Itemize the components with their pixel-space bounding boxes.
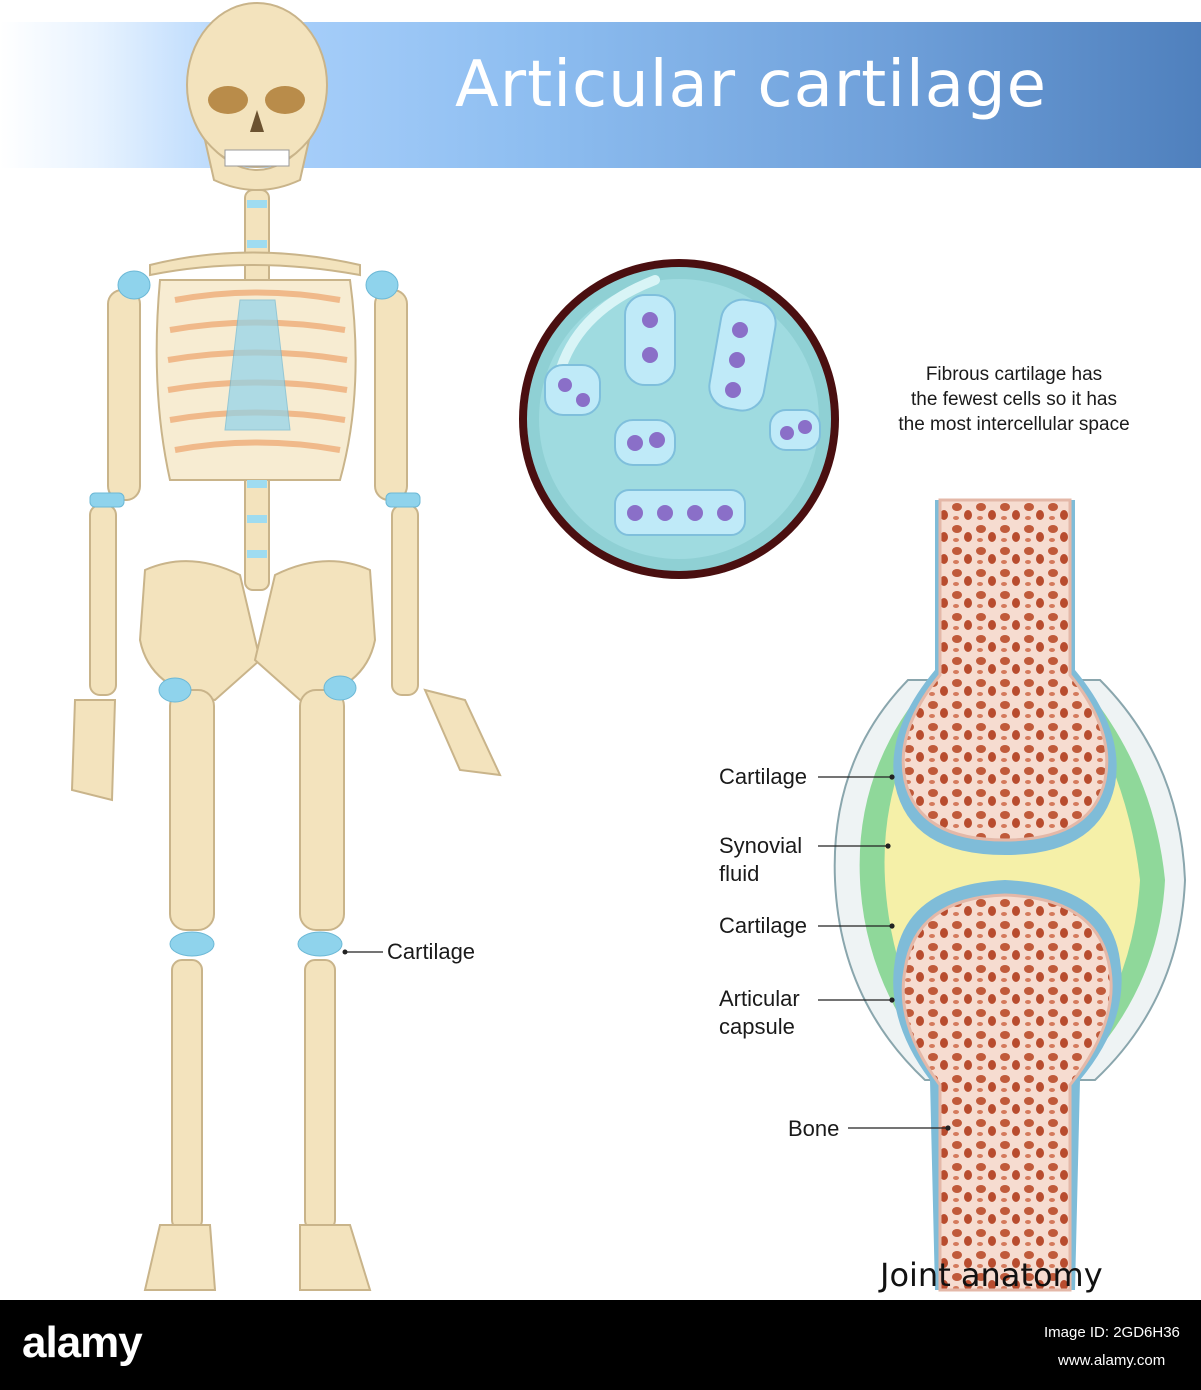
joint-label-articular: Articular <box>719 986 800 1011</box>
note-line: the fewest cells so it has <box>911 389 1117 410</box>
note-line: Fibrous cartilage has <box>925 364 1103 385</box>
joint-label-bone: Bone <box>788 1116 840 1141</box>
joint-label-cartilage-lower: Cartilage <box>719 913 808 938</box>
watermark-brand: alamy <box>22 1318 143 1367</box>
note-line: the most intercellular space <box>898 414 1130 435</box>
skeleton-cartilage-label: Cartilage <box>387 939 476 964</box>
joint-label-synovial: Synovial <box>719 833 803 858</box>
cartilage-cells-micrograph <box>519 259 839 579</box>
fibrous-cartilage-note: Fibrous cartilage has the fewest cells s… <box>866 362 1162 437</box>
joint-anatomy-diagram <box>818 498 1187 1292</box>
skeleton-illustration <box>70 2 502 1291</box>
watermark-image-id: Image ID: 2GD6H36 <box>1044 1324 1180 1341</box>
joint-label-cartilage-upper: Cartilage <box>719 764 808 789</box>
joint-label-capsule: capsule <box>719 1014 795 1039</box>
joint-anatomy-title: Joint anatomy <box>880 1256 1103 1294</box>
page-title: Articular cartilage <box>455 48 1047 122</box>
watermark-site: www.alamy.com <box>1058 1352 1166 1369</box>
watermark-footer <box>0 1300 1201 1390</box>
joint-label-fluid: fluid <box>719 861 760 886</box>
